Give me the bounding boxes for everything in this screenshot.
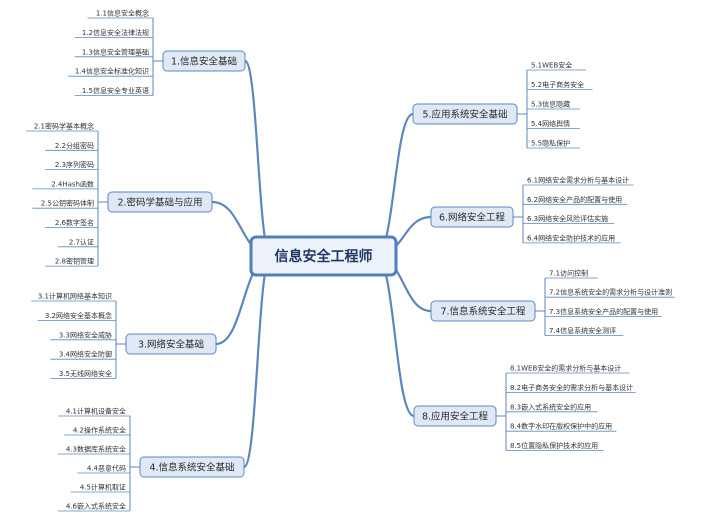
leaf-node-8-4[interactable]: 8.4数字水印在版权保护中的应用: [510, 422, 612, 431]
leaf-node-5-1[interactable]: 5.1WEB安全: [531, 61, 572, 70]
branch-box-8: [413, 405, 497, 427]
leaf-node-1-4[interactable]: 1.4信息安全标准化知识: [75, 67, 149, 76]
branch-node-4[interactable]: 4.信息系统安全基础: [139, 456, 245, 478]
leaf-node-6-1[interactable]: 6.1网络安全需求分析与基本设计: [527, 176, 629, 185]
branch-node-5[interactable]: 5.应用系统安全基础: [412, 103, 518, 125]
leaf-node-4-5[interactable]: 4.5计算机取证: [80, 483, 126, 492]
branch-node-3[interactable]: 3.网络安全基础: [125, 333, 217, 355]
leaf-node-4-4[interactable]: 4.4恶意代码: [87, 464, 126, 473]
leaf-node-6-4[interactable]: 6.4网络安全防护技术的应用: [527, 233, 615, 242]
leaf-node-8-1[interactable]: 8.1WEB安全的需求分析与基本设计: [510, 364, 621, 373]
branch-box-4: [139, 456, 245, 478]
leaf-node-6-2[interactable]: 6.2网络安全产品的配置与使用: [527, 195, 622, 204]
branch-box-3: [125, 333, 217, 355]
leaf-node-3-1[interactable]: 3.1计算机网络基本知识: [38, 292, 112, 301]
leaf-node-4-3[interactable]: 4.3数据库系统安全: [66, 445, 126, 454]
leaf-node-8-3[interactable]: 8.3嵌入式系统安全的应用: [510, 402, 591, 411]
connector-center-to-branch-8: [375, 254, 415, 418]
leaf-node-2-1[interactable]: 2.1密码学基本概念: [34, 122, 94, 131]
leaf-node-3-3[interactable]: 3.3网络安全威胁: [59, 330, 112, 339]
branch-nodes: 1.信息安全基础 2.密码学基础与应用 3.网络安全基础 4.信息系统安全基础 5.应用…: [107, 50, 536, 478]
leaf-node-5-4[interactable]: 5.4网络舆情: [531, 119, 570, 128]
branch-label-5: 5.应用系统安全基础: [422, 109, 507, 121]
leaf-node-3-2[interactable]: 3.2网络安全基本概念: [45, 311, 112, 320]
branch-label-2: 2.密码学基础与应用: [117, 197, 202, 209]
branch-label-6: 6.网络安全工程: [439, 212, 506, 224]
branch-node-2[interactable]: 2.密码学基础与应用: [107, 191, 213, 213]
leaf-node-8-5[interactable]: 8.5位置隐私保护技术的应用: [510, 441, 598, 450]
branch-label-4: 4.信息系统安全基础: [149, 462, 234, 474]
branch-box-6: [430, 206, 514, 228]
leaf-node-7-4[interactable]: 7.4信息系统安全测评: [549, 326, 616, 335]
leaf-node-4-6[interactable]: 4.6嵌入式系统安全: [66, 502, 126, 511]
leaf-node-7-3[interactable]: 7.3信息系统安全产品的配置与使用: [549, 307, 658, 316]
leaf-node-2-6[interactable]: 2.6数字签名: [55, 218, 94, 227]
leaf-node-5-3[interactable]: 5.3信息隐藏: [531, 100, 570, 109]
branch-label-3: 3.网络安全基础: [138, 339, 204, 351]
central-topic-label: 信息安全工程师: [275, 248, 373, 265]
leaf-node-1-2[interactable]: 1.2信息安全法律法规: [82, 28, 149, 37]
central-topic-box: [249, 235, 398, 277]
leaf-node-1-3[interactable]: 1.3信息安全管理基础: [82, 47, 149, 56]
connector-center-to-branch-1: [243, 59, 273, 258]
central-topic[interactable]: 信息安全工程师: [249, 235, 398, 277]
branch-label-1: 1.信息安全基础: [171, 56, 237, 68]
connector-center-to-branch-5: [375, 112, 414, 258]
branch-box-2: [107, 191, 213, 213]
leaf-node-2-5[interactable]: 2.5公钥密码体制: [41, 199, 94, 208]
branch-box-5: [412, 103, 518, 125]
leaf-node-1-5[interactable]: 1.5信息安全专业英语: [82, 86, 149, 95]
branch-box-7: [430, 300, 536, 322]
branch-node-7[interactable]: 7.信息系统安全工程: [430, 300, 536, 322]
branch-label-8: 8.应用安全工程: [422, 411, 489, 423]
connector-lines: [26, 17, 675, 512]
leaf-node-6-3[interactable]: 6.3网络安全风险评估实施: [527, 214, 608, 223]
leaf-node-2-3[interactable]: 2.3序列密码: [55, 160, 94, 169]
leaf-node-2-2[interactable]: 2.2分组密码: [55, 141, 94, 150]
leaf-node-3-5[interactable]: 3.5无线网络安全: [59, 369, 112, 378]
branch-box-1: [162, 50, 246, 72]
leaf-node-5-5[interactable]: 5.5隐私保护: [531, 139, 570, 148]
branch-node-1[interactable]: 1.信息安全基础: [162, 50, 246, 72]
leaf-node-2-7[interactable]: 2.7认证: [69, 237, 94, 246]
leaf-node-7-2[interactable]: 7.2信息系统安全的需求分析与设计准则: [549, 288, 672, 297]
leaf-node-3-4[interactable]: 3.4网络安全防御: [59, 350, 112, 359]
leaf-node-7-1[interactable]: 7.1访问控制: [549, 269, 588, 278]
leaf-node-1-1[interactable]: 1.1信息安全概念: [96, 9, 149, 18]
leaf-node-4-2[interactable]: 4.2操作系统安全: [73, 426, 126, 435]
leaf-node-4-1[interactable]: 4.1计算机设备安全: [66, 407, 126, 416]
leaf-node-2-4[interactable]: 2.4Hash函数: [51, 179, 94, 188]
leaf-node-8-2[interactable]: 8.2电子商务安全的需求分析与基本设计: [510, 383, 633, 392]
leaf-node-2-8[interactable]: 2.8密钥管理: [55, 257, 94, 266]
branch-node-6[interactable]: 6.网络安全工程: [430, 206, 514, 228]
leaf-nodes: 1.1信息安全概念 1.2信息安全法律法规 1.3信息安全管理基础 1.4信息安全标准…: [34, 9, 672, 511]
branch-node-8[interactable]: 8.应用安全工程: [413, 405, 497, 427]
leaf-node-5-2[interactable]: 5.2电子商务安全: [531, 80, 584, 89]
branch-label-7: 7.信息系统安全工程: [440, 306, 526, 318]
